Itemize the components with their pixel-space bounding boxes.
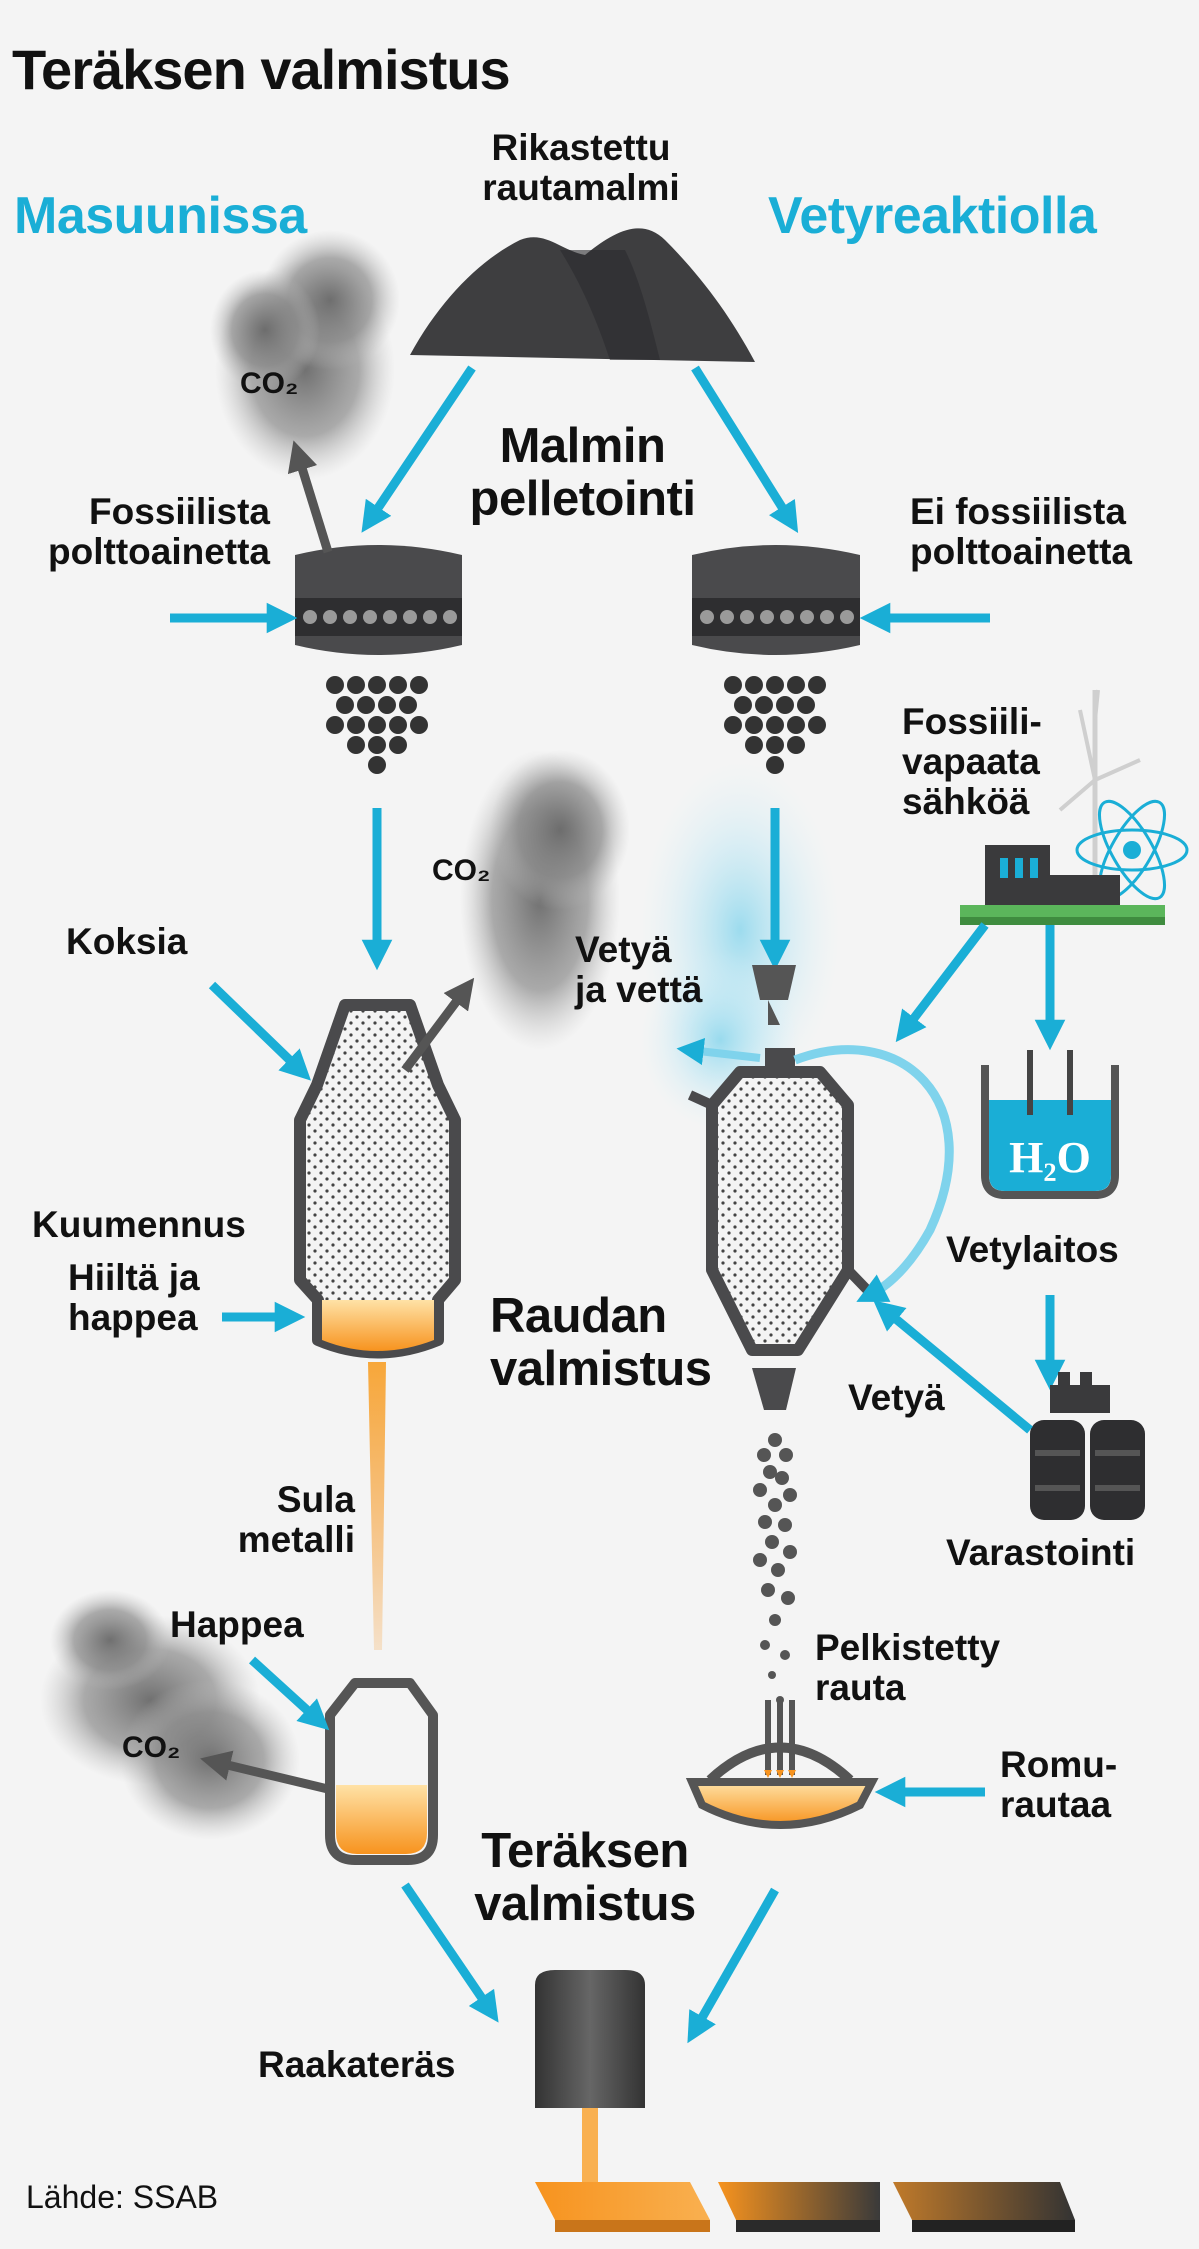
heating-label: Kuumennus xyxy=(32,1204,246,1245)
steam-out-arrow xyxy=(676,1038,761,1066)
co2-label-top-left: CO₂ xyxy=(240,367,299,400)
co2-smoke-top-left-icon xyxy=(210,230,400,480)
h2o-label: H₂O xyxy=(1009,1133,1091,1182)
arc-furnace-to-steel-arrow xyxy=(687,1887,779,2044)
ore-to-left-pelletizer-arrow xyxy=(361,365,476,533)
right-heading: Vetyreaktiolla xyxy=(768,187,1097,245)
source-label: Lähde: SSAB xyxy=(26,2179,219,2215)
molten-metal-stream-icon xyxy=(368,1362,386,1650)
ore-pile-icon xyxy=(410,228,755,362)
co2-label-bottom-left: CO₂ xyxy=(122,1731,181,1764)
converter-co2-arrow xyxy=(200,1750,334,1795)
steel-making-label: Teräksen valmistus xyxy=(474,1824,696,1931)
reduced-iron-particles-icon xyxy=(753,1433,797,1704)
coke-arrow xyxy=(208,981,312,1081)
right-pellets-icon xyxy=(724,676,826,774)
left-pelletizer-co2-arrow xyxy=(287,440,333,554)
storage-label: Varastointi xyxy=(946,1532,1136,1573)
co2-label-middle: CO₂ xyxy=(432,854,491,887)
hydrogen-and-water-label: Vetyä ja vettä xyxy=(575,929,703,1010)
iron-making-label: Raudan valmistus xyxy=(490,1289,712,1396)
right-pelletizer-icon xyxy=(692,545,860,655)
left-pelletizer-icon xyxy=(295,545,462,655)
co2-smoke-middle-icon xyxy=(460,750,630,1050)
molten-metal-label: Sula metalli xyxy=(237,1479,355,1560)
recirculation-arrow xyxy=(793,1045,954,1302)
fossil-free-power-icon xyxy=(960,689,1189,925)
crude-steel-label: Raakateräs xyxy=(258,2044,456,2085)
non-fossil-fuel-label: Ei fossiilista polttoainetta xyxy=(910,491,1132,572)
converter-to-steel-arrow xyxy=(401,1882,499,2023)
ore-to-right-pelletizer-arrow xyxy=(691,365,799,533)
hydrogen-plant-label: Vetylaitos xyxy=(946,1229,1119,1270)
electrolyzer-tank-icon xyxy=(981,1050,1119,1199)
ore-label: Rikastettu rautamalmi xyxy=(482,127,680,208)
blast-furnace-co2-arrow xyxy=(401,977,475,1073)
pelletizing-label: Malmin pelletointi xyxy=(469,419,696,526)
reduced-iron-label: Pelkistetty rauta xyxy=(815,1627,1001,1708)
coke-label: Koksia xyxy=(66,921,188,962)
hydrogen-storage-icon xyxy=(1030,1372,1145,1520)
electric-arc-furnace-icon xyxy=(685,1700,879,1829)
left-heading: Masuunissa xyxy=(14,187,307,245)
steel-slabs-icon xyxy=(535,2182,1075,2232)
scrap-iron-label: Romu- rautaa xyxy=(1000,1744,1118,1825)
coal-and-oxygen-label: Hiiltä ja happea xyxy=(68,1257,200,1338)
continuous-caster-icon xyxy=(535,1970,645,2183)
fossil-free-electricity-label: Fossiili- vapaata sähköä xyxy=(902,701,1042,822)
storage-to-reactor-arrow xyxy=(873,1300,1033,1434)
page-title: Teräksen valmistus xyxy=(12,38,511,101)
oxygen-arrow xyxy=(248,1656,330,1731)
fossil-fuel-label: Fossiilista polttoainetta xyxy=(48,491,270,572)
power-to-reactor-arrow xyxy=(895,922,989,1043)
oxygen-converter-icon xyxy=(325,1678,438,1865)
left-pellets-icon xyxy=(326,676,428,774)
hydrogen-label: Vetyä xyxy=(848,1377,945,1418)
blast-furnace-icon xyxy=(294,999,461,1359)
oxygen-label: Happea xyxy=(170,1604,304,1645)
